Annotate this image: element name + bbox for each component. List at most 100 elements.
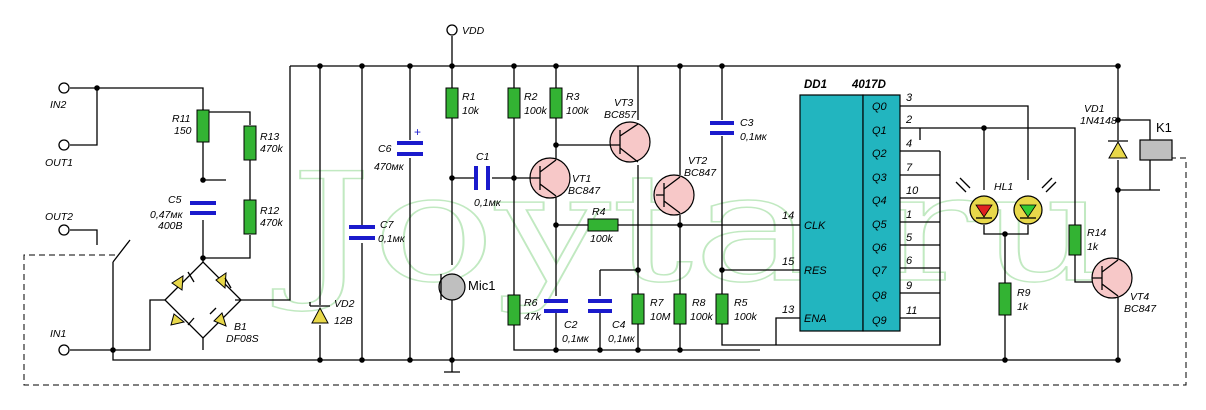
ic-pin-q7-label: Q7: [872, 265, 888, 277]
resistor-r5: [715, 293, 729, 325]
r4-name: R4: [592, 206, 606, 218]
b1-value: DF08S: [226, 333, 259, 345]
r2-value: 100k: [524, 105, 548, 117]
label-in1: IN1: [50, 328, 66, 340]
relay-k1: [1139, 139, 1173, 161]
r12-value: 470k: [260, 217, 284, 229]
label-vdd: VDD: [462, 25, 485, 37]
c3-value: 0,1мк: [740, 131, 768, 143]
c6-value: 470мк: [374, 161, 405, 173]
ic-pin-ena-label: ENA: [804, 313, 827, 325]
diode-vd1: [1108, 140, 1128, 159]
c5-value: 0,47мк: [150, 209, 184, 221]
ic-pin-q6-label: Q6: [872, 242, 888, 254]
r6-name: R6: [524, 297, 538, 309]
resistor-r9: [998, 282, 1012, 316]
capacitor-c4: [588, 299, 612, 313]
transistor-vt2: [653, 174, 695, 216]
transistor-vt3: [608, 121, 651, 163]
r7-name: R7: [650, 297, 665, 309]
r8-value: 100k: [690, 311, 714, 323]
capacitor-c7: [349, 225, 375, 240]
ic-pin-q8-label: Q8: [872, 290, 888, 302]
ic-pin-q9-num: 11: [906, 305, 917, 317]
b1-name: B1: [234, 321, 247, 333]
ic-pin-q7-num: 6: [906, 255, 913, 267]
c7-name: C7: [380, 219, 395, 231]
capacitor-c6: [397, 141, 423, 156]
r1-value: 10k: [462, 105, 480, 117]
c4-name: C4: [612, 319, 626, 331]
c6-polarity: +: [414, 125, 421, 139]
r4-value: 100k: [590, 233, 614, 245]
r14-value: 1k: [1087, 241, 1099, 253]
microphone-mic1: [438, 273, 466, 301]
ic-pin-q1-label: Q1: [872, 125, 887, 137]
terminals: IN2 OUT1 OUT2 IN1 VDD: [45, 24, 485, 356]
led-hl1: [955, 177, 1057, 225]
resistor-r3: [549, 87, 563, 119]
resistor-r13: [243, 125, 257, 161]
ic-pin-q1-num: 2: [905, 114, 912, 126]
ic-pin-q0-num: 3: [906, 92, 913, 104]
resistor-r14: [1068, 224, 1082, 256]
vd1-name: VD1: [1084, 103, 1104, 115]
r12-name: R12: [260, 205, 279, 217]
r13-name: R13: [260, 131, 279, 143]
transistor-vt4: [1091, 257, 1133, 299]
ic-pin-q0-label: Q0: [872, 101, 888, 113]
ic-pin-q5-label: Q5: [872, 219, 888, 231]
label-out2: OUT2: [45, 211, 73, 223]
resistor-r6: [507, 294, 521, 326]
terminal-in1: [58, 344, 70, 356]
resistor-r11: [196, 109, 210, 143]
ic-pin-clk-num: 14: [782, 210, 794, 222]
vt3-value: BC857: [604, 109, 637, 121]
capacitor-c2: [544, 299, 568, 313]
ic-part: 4017D: [851, 79, 886, 91]
c5-name: C5: [168, 194, 182, 206]
r8-name: R8: [692, 297, 706, 309]
ic-pin-q2-num: 4: [906, 138, 912, 150]
c1-name: C1: [476, 151, 489, 163]
component-labels: R11 150 R13 470k R12 470k C5 0,47мк 400В…: [150, 79, 1172, 345]
ic-dd1: [799, 94, 901, 332]
label-out1: OUT1: [45, 157, 73, 169]
ic-name: DD1: [804, 79, 827, 91]
vd1-value: 1N4148: [1080, 115, 1117, 127]
terminal-out1: [58, 139, 70, 151]
ic-pin-res-num: 15: [782, 256, 795, 268]
c3-name: C3: [740, 117, 754, 129]
resistor-r4: [587, 218, 619, 232]
r1-name: R1: [462, 91, 475, 103]
hl1-name: HL1: [994, 181, 1013, 193]
ic-pin-labels: 14 CLK 15 RES 13 ENA Q0 3 Q1 2 Q2 4 Q3 7…: [782, 92, 919, 327]
c7-value: 0,1мк: [378, 233, 406, 245]
transistor-vt1: [529, 157, 571, 199]
resistor-r1: [445, 87, 459, 119]
bridge-b1: [164, 261, 242, 339]
r3-value: 100k: [566, 105, 590, 117]
terminal-out2: [58, 224, 70, 236]
vt4-value: BC847: [1124, 303, 1157, 315]
c5-value2: 400В: [158, 220, 183, 232]
capacitor-c5: [190, 201, 216, 215]
r6-value: 47k: [524, 311, 542, 323]
r13-value: 470k: [260, 143, 284, 155]
r9-value: 1k: [1017, 301, 1029, 313]
ic-pin-q3-num: 7: [906, 162, 913, 174]
ic-pin-q6-num: 5: [906, 232, 913, 244]
k1-name: K1: [1156, 120, 1172, 135]
r9-name: R9: [1017, 287, 1031, 299]
ic-pin-q2-label: Q2: [872, 148, 887, 160]
vt1-name: VT1: [572, 173, 591, 185]
c6-name: C6: [378, 143, 392, 155]
resistor-r8: [673, 293, 687, 325]
label-in2: IN2: [50, 99, 67, 111]
capacitor-c1: [474, 166, 490, 190]
c1-value: 0,1мк: [474, 197, 502, 209]
r7-value: 10M: [650, 311, 671, 323]
vt2-value: BC847: [684, 167, 717, 179]
r11-value: 150: [174, 125, 192, 137]
wires: [23, 36, 1187, 386]
